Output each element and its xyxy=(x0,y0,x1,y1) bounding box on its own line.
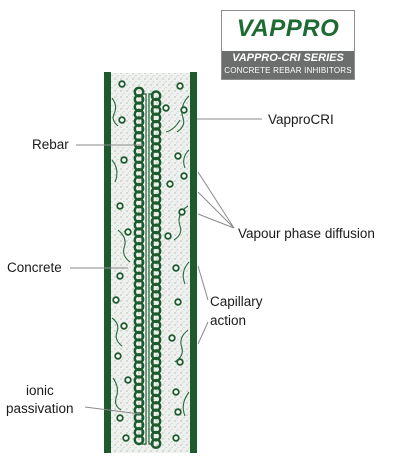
inhibitor-molecule xyxy=(116,272,124,280)
inhibitor-molecule xyxy=(114,352,122,360)
label-vapour-phase-diffusion: Vapour phase diffusion xyxy=(238,226,375,241)
inhibitor-molecule xyxy=(124,376,132,384)
inhibitor-molecules xyxy=(112,80,188,442)
inhibitor-molecule xyxy=(122,434,130,442)
inhibitor-molecule xyxy=(162,104,170,112)
label-capillary-line2: action xyxy=(210,313,247,328)
label-vappro-cri: VapproCRI xyxy=(268,112,334,127)
logo-subtitle: CONCRETE REBAR INHIBITORS xyxy=(224,66,352,75)
label-ionic-line1: ionic xyxy=(26,383,54,398)
right-wall-border xyxy=(190,72,197,453)
leader-lines xyxy=(70,118,262,415)
inhibitor-molecule xyxy=(176,358,184,366)
capillary-crack xyxy=(112,377,122,411)
capillary-crack xyxy=(183,149,190,169)
inhibitor-molecule xyxy=(164,232,172,240)
leader-vapour-3 xyxy=(197,213,235,229)
inhibitor-molecule xyxy=(112,296,120,304)
inhibitor-molecule xyxy=(180,106,188,114)
inhibitor-molecule xyxy=(172,434,180,442)
inhibitor-molecule xyxy=(118,116,126,124)
inhibitor-molecule xyxy=(178,208,186,216)
capillary-crack xyxy=(111,97,119,127)
inhibitor-molecule xyxy=(168,334,176,342)
inhibitor-molecule xyxy=(176,82,184,90)
capillary-crack xyxy=(174,329,189,363)
inhibitor-molecule xyxy=(174,408,182,416)
logo-brand: VAPPRO xyxy=(236,15,340,42)
vappro-logo: VAPPRO VAPPRO-CRI SERIES CONCRETE REBAR … xyxy=(221,10,355,80)
label-ionic-line2: passivation xyxy=(6,401,74,416)
left-wall-border xyxy=(104,72,111,453)
inhibitor-molecule xyxy=(174,298,182,306)
logo-series: VAPPRO-CRI SERIES xyxy=(232,52,344,64)
capillary-crack xyxy=(117,229,131,263)
inhibitor-molecule xyxy=(120,322,128,330)
label-rebar: Rebar xyxy=(32,137,69,152)
inhibitor-molecule xyxy=(166,180,174,188)
inhibitor-molecule xyxy=(120,156,128,164)
leader-capillary-2 xyxy=(197,321,209,345)
rebar-rib xyxy=(133,434,145,446)
capillary-crack xyxy=(182,391,190,417)
inhibitor-molecule xyxy=(172,388,180,396)
inhibitor-molecule xyxy=(116,414,124,422)
inhibitor-molecule xyxy=(180,172,188,180)
capillary-crack xyxy=(165,119,181,133)
capillary-cracks xyxy=(111,95,190,417)
label-capillary-line1: Capillary xyxy=(210,294,263,309)
label-concrete: Concrete xyxy=(7,260,62,275)
inhibitor-molecule xyxy=(116,202,124,210)
capillary-crack xyxy=(111,159,118,183)
leader-capillary-1 xyxy=(197,265,209,301)
inhibitor-molecule xyxy=(174,152,182,160)
inhibitor-molecule xyxy=(172,264,180,272)
capillary-crack xyxy=(176,95,190,133)
leader-ionic xyxy=(84,406,141,415)
capillary-crack xyxy=(182,261,190,285)
rebar-rib xyxy=(150,438,162,449)
rebar-ribs xyxy=(133,86,162,449)
leader-vapour-1 xyxy=(197,171,235,229)
capillary-crack xyxy=(111,317,123,347)
inhibitor-molecule xyxy=(124,228,132,236)
inhibitor-molecule xyxy=(118,80,126,88)
leader-vapour-2 xyxy=(197,191,235,229)
